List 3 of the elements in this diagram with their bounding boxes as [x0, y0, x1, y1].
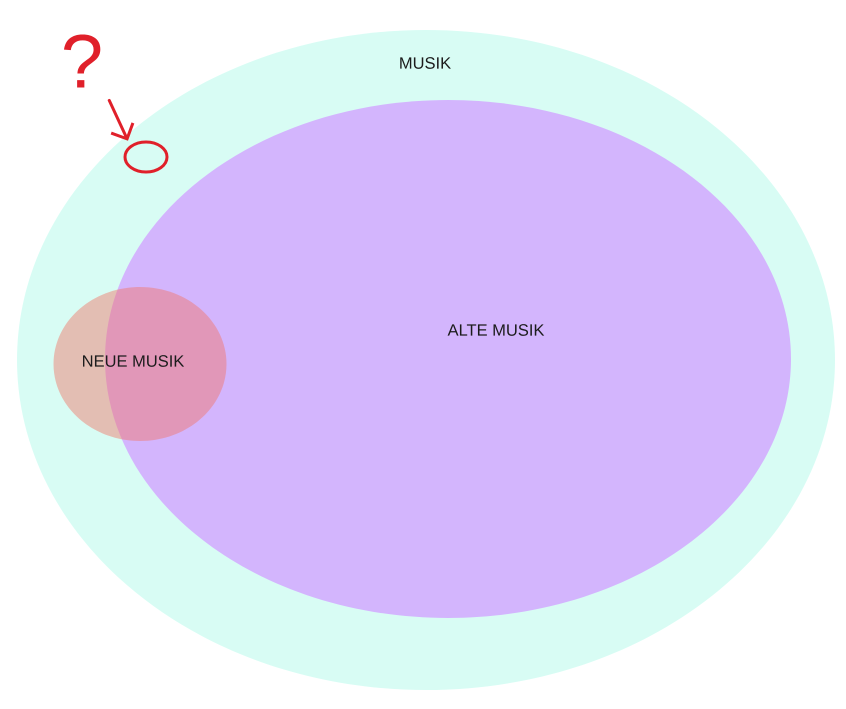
arrow: [108, 98, 134, 141]
circle-mark: [124, 140, 168, 174]
question-mark: ?: [64, 34, 100, 88]
